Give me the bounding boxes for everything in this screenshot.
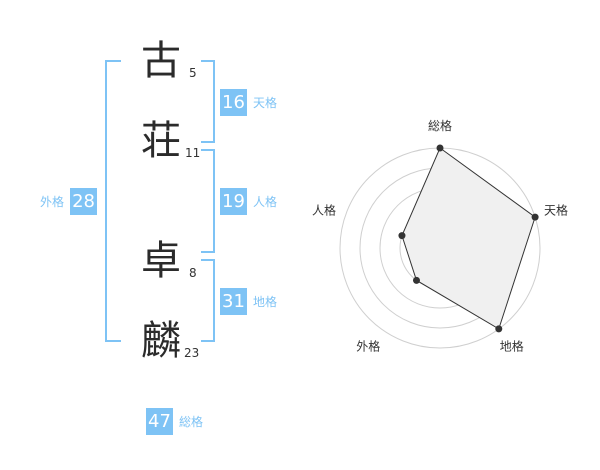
stroke-count-4: 23 [184, 346, 200, 360]
chikaku-badge: 31 地格 [220, 288, 277, 315]
gaikaku-label: 外格 [40, 195, 65, 209]
tenkaku-value: 16 [220, 89, 247, 116]
name-char-2: 荘 [141, 118, 181, 164]
tenkaku-badge: 16 天格 [220, 89, 277, 116]
chikaku-bracket [201, 259, 215, 342]
name-char-3: 卓 [141, 238, 181, 284]
radar-axis-label: 人格 [312, 202, 336, 217]
soukaku-label: 総格 [179, 415, 204, 429]
stroke-count-1: 5 [189, 66, 197, 80]
jinkaku-bracket [201, 149, 215, 253]
soukaku-value: 47 [146, 408, 173, 435]
gaikaku-badge: 28 外格 [40, 188, 98, 215]
radar-point [398, 232, 406, 240]
stroke-count-3: 8 [189, 266, 197, 280]
chikaku-value: 31 [220, 288, 247, 315]
radar-points [398, 144, 539, 333]
radar-point [495, 325, 503, 333]
radar-area [401, 147, 536, 330]
soukaku-badge: 47 総格 [146, 408, 203, 435]
radar-point [531, 213, 539, 221]
name-char-1: 古 [141, 38, 181, 84]
radar-axis-label: 総格 [428, 118, 452, 133]
radar-axis-label: 天格 [544, 202, 568, 217]
chikaku-label: 地格 [253, 295, 278, 309]
stroke-count-2: 11 [185, 146, 201, 160]
tenkaku-bracket [201, 60, 215, 143]
jinkaku-label: 人格 [253, 195, 278, 209]
radar-point [412, 276, 420, 284]
tenkaku-label: 天格 [253, 96, 278, 110]
radar-point [436, 144, 444, 152]
gaikaku-value: 28 [70, 188, 98, 215]
jinkaku-value: 19 [220, 188, 247, 215]
gaikaku-bracket [105, 60, 121, 342]
radar-axis-label: 地格 [500, 339, 524, 354]
name-char-4: 麟 [141, 318, 181, 364]
radar-axis-label: 外格 [356, 339, 380, 354]
jinkaku-badge: 19 人格 [220, 188, 277, 215]
